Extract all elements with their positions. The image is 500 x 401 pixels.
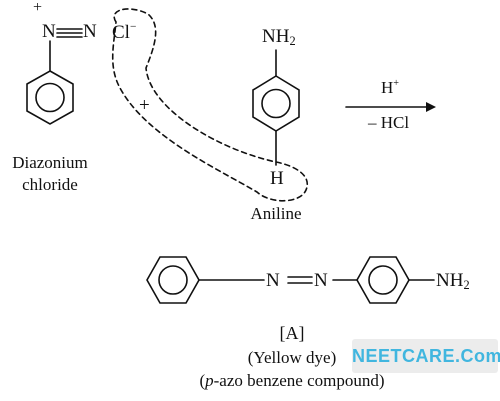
- product-nh-text: NH: [436, 270, 464, 291]
- product-code: [A]: [279, 323, 305, 343]
- catalyst-label: H+: [381, 78, 399, 98]
- aniline-nh-text: NH: [262, 26, 290, 47]
- diazonium-nitrogen-2: N: [83, 21, 97, 42]
- chloride-ion-label: Cl−: [112, 21, 136, 44]
- elimination-label: – HCl: [368, 113, 410, 132]
- product-name-rest: -azo benzene compound): [213, 371, 385, 390]
- product-right-benzene-ring: [356, 256, 410, 304]
- product-description: (Yellow dye): [247, 348, 337, 367]
- product-nh2-subscript: 2: [463, 278, 470, 293]
- aniline-nh2-subscript: 2: [289, 34, 296, 49]
- n-n-triple-bond: [56, 28, 83, 38]
- diazonium-name-line1: Diazonium: [12, 153, 88, 172]
- product-nitrogen-1: N: [266, 270, 280, 291]
- n-n-double-bond: [287, 276, 313, 284]
- chloride-symbol: Cl: [112, 21, 130, 43]
- catalyst-h: H: [381, 78, 394, 98]
- product-name: (p-azo benzene compound): [160, 370, 424, 392]
- reaction-arrow: [345, 102, 436, 112]
- product-nitrogen-2: N: [314, 270, 328, 291]
- diazonium-positive-charge: +: [33, 0, 43, 16]
- aniline-name: Aniline: [250, 204, 302, 223]
- aniline-nh2-label: NH2: [262, 26, 296, 49]
- aniline-benzene-ring: [252, 75, 300, 132]
- catalyst-plus: +: [393, 78, 400, 89]
- product-name-open: (: [199, 371, 206, 390]
- diazonium-benzene-ring: [26, 70, 74, 125]
- watermark-logo: NEETCARE.Com: [352, 339, 500, 373]
- plus-sign: +: [139, 95, 150, 116]
- aniline-para-hydrogen: H: [270, 168, 284, 189]
- product-name-italic: p: [205, 371, 214, 390]
- diazonium-name-line2: chloride: [22, 175, 78, 194]
- diazonium-nitrogen-1: N: [42, 21, 56, 42]
- product-nh2-label: NH2: [436, 270, 470, 293]
- chloride-charge: −: [129, 21, 137, 33]
- product-left-benzene-ring: [146, 256, 200, 304]
- hcl-elimination-loop: [111, 8, 309, 202]
